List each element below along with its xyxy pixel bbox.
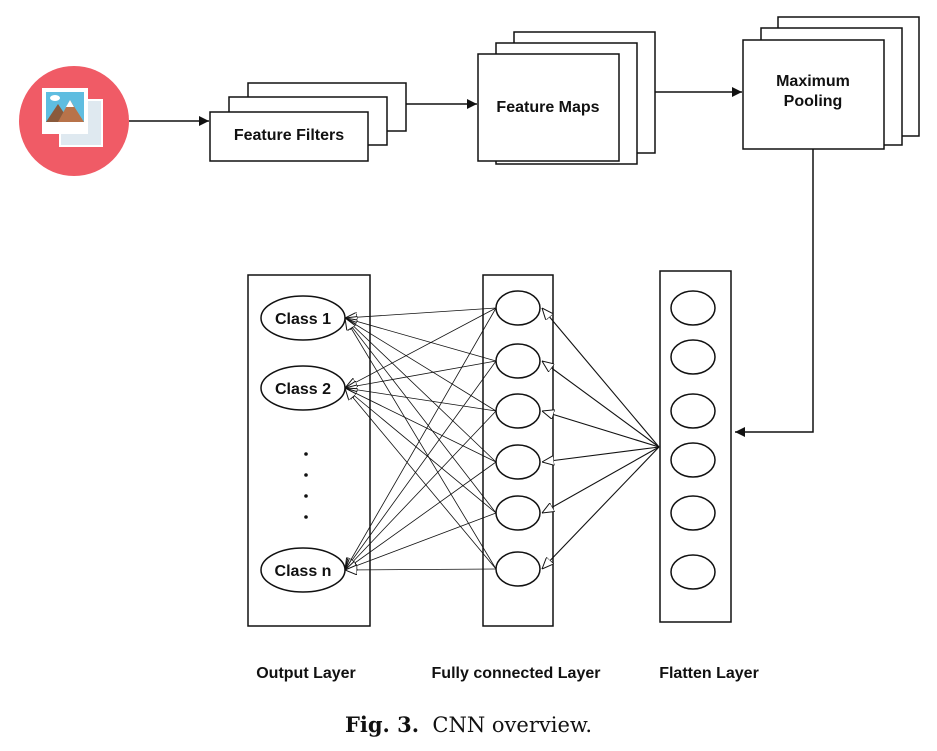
max-pooling-label-2: Pooling [784,93,843,110]
arrow-flatten-to-fc-3 [542,411,660,448]
arrow-flatten-to-fc-4 [542,446,660,462]
class-ellipsis [304,452,308,519]
figure-caption-text: CNN overview. [432,713,593,737]
connection-fc1-class2 [345,307,497,388]
flatten-neuron-1 [670,290,716,326]
max-pooling-node: Maximum Pooling [742,16,920,150]
arrow-flatten-to-fc-6 [542,446,660,569]
connection-fc2-class3 [345,360,497,570]
connection-fc2-class2 [345,360,497,388]
connection-fc3-class2 [345,388,497,412]
feature-maps-label: Feature Maps [496,99,599,116]
output-layer-label: Output Layer [256,665,356,682]
arrow-flatten-to-fc-1 [542,308,660,448]
connection-fc5-class2 [345,388,497,514]
flatten-neuron-5 [670,495,716,531]
connection-fc1-class3 [345,307,497,570]
class-label-1: Class 1 [275,311,331,328]
connection-fc6-class2 [345,388,497,570]
arrow-flatten-to-fc-5 [542,446,660,513]
connection-fc4-class2 [345,388,497,463]
connection-fc5-class1 [345,318,497,514]
flatten-neuron-6 [670,554,716,590]
class-label-3: Class n [275,563,332,580]
fc-neuron-5 [495,495,541,531]
connection-fc3-class3 [345,410,497,570]
fc-neuron-1 [495,290,541,326]
fc-neuron-3 [495,393,541,429]
feature-maps-node: Feature Maps [477,31,656,165]
fully-connected-layer-label: Fully connected Layer [432,665,601,682]
fc-neuron-4 [495,444,541,480]
connection-fc5-class3 [345,512,497,570]
figure-number: Fig. 3. [344,712,420,737]
connection-fc4-class3 [345,461,497,570]
flatten-layer-label: Flatten Layer [659,665,759,682]
connection-fc1-class1 [345,307,497,318]
arrow-pooling-to-flatten [735,149,814,437]
connection-fc6-class1 [345,318,497,570]
flatten-neuron-3 [670,393,716,429]
flatten-neuron-2 [670,339,716,375]
class-node-3 [260,547,346,593]
class-node-2 [260,365,346,411]
image-icon [19,66,129,176]
flatten-neuron-4 [670,442,716,478]
feature-filters-label: Feature Filters [234,127,344,144]
arrow-flatten-to-fc-2 [542,361,660,448]
fc-neuron-6 [495,551,541,587]
fc-neuron-2 [495,343,541,379]
figure-caption: Fig. 3. CNN overview. [0,712,937,737]
max-pooling-label-1: Maximum [776,73,850,90]
connection-fc6-class3 [345,569,497,570]
class-node-1 [260,295,346,341]
feature-filters-node: Feature Filters [209,82,407,162]
connection-fc2-class1 [345,318,497,362]
class-label-2: Class 2 [275,381,331,398]
